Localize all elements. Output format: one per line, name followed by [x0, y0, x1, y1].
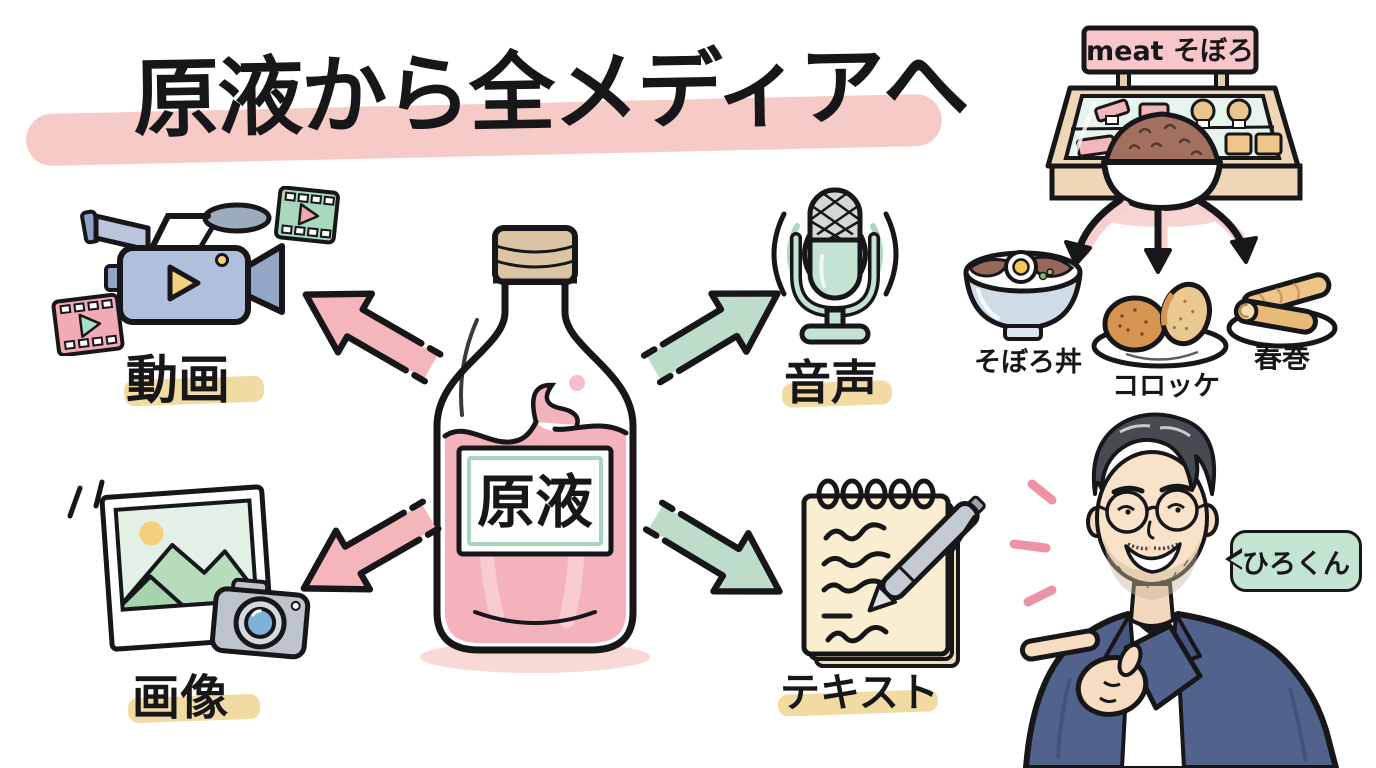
soboro-mound — [1103, 111, 1221, 165]
scribble-lines — [821, 522, 891, 644]
smile — [1124, 542, 1182, 574]
camera-icon — [209, 577, 311, 660]
hair — [1091, 412, 1217, 496]
soboro-bowl-icon — [1101, 159, 1223, 211]
label-text: テキスト — [777, 660, 939, 718]
arrow-to-image-icon — [300, 498, 442, 593]
shop-sign — [1081, 25, 1259, 75]
glasses-icon — [1097, 488, 1208, 534]
accent-lines-icon — [1009, 479, 1057, 607]
label-audio: 音声 — [781, 344, 893, 413]
arrow-to-text-icon — [642, 499, 783, 595]
concentrate-bottle: 原液 — [420, 225, 650, 673]
label-spring-roll: 春巻 — [1254, 341, 1311, 374]
shop-sign-text: meat そぼろ — [1086, 36, 1254, 67]
video-camera-icon — [51, 186, 340, 356]
label-croquette: コロッケ — [1112, 371, 1220, 402]
film-frame-pink-icon — [51, 292, 125, 356]
bottle-label — [456, 445, 614, 557]
soboro-don-icon — [963, 250, 1083, 341]
viewfinder — [93, 213, 151, 253]
bottle-label-text: 原液 — [477, 468, 593, 536]
microphone-icon — [771, 187, 899, 345]
croquette-icon — [1091, 281, 1229, 369]
beard-stubble — [1104, 538, 1200, 600]
pen-icon — [867, 495, 986, 613]
label-image: 画像 — [127, 658, 261, 728]
spiral-binding — [816, 478, 936, 510]
arrow-to-video-icon — [302, 290, 444, 385]
notepad-page — [801, 493, 951, 657]
speech-bubble-text: ひろくん — [1242, 548, 1350, 580]
pointing-hand-icon — [1019, 628, 1149, 717]
mascot-man — [1009, 412, 1339, 768]
liquid-splash — [533, 384, 578, 425]
bottle-cap — [492, 225, 578, 285]
arrow-to-audio-icon — [640, 290, 781, 386]
label-soboro-don: そぼろ丼 — [974, 347, 1082, 378]
page-title: 原液から全メディアへ — [132, 35, 968, 151]
camera-mic — [202, 202, 272, 234]
lens-hood — [245, 243, 285, 315]
liquid-droplet — [569, 375, 585, 391]
spring-roll-icon — [1226, 272, 1338, 349]
notepad-pen-icon — [801, 478, 986, 668]
sun-icon — [139, 521, 164, 546]
label-video: 動画 — [123, 338, 265, 413]
film-frame-green-icon — [274, 186, 340, 245]
photo-camera-icon — [67, 479, 311, 660]
speech-bubble: ひろくん — [1225, 530, 1362, 592]
sparkle-lines-icon — [67, 479, 105, 519]
fan-out-arrows-icon — [1064, 198, 1258, 274]
play-icon — [167, 264, 201, 302]
